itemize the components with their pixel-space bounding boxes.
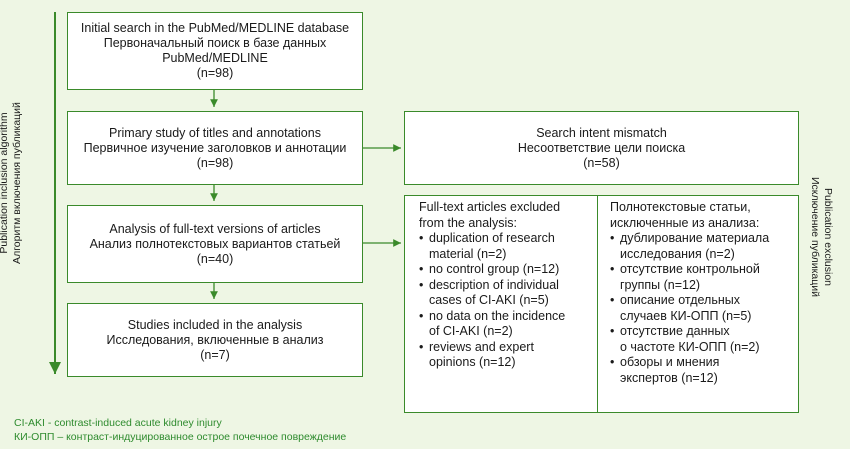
excluded-en-heading-1: Full-text articles excluded [419,200,561,214]
initial-search-en: Initial search in the PubMed/MEDLINE dat… [80,21,350,35]
intent-mismatch-box: Search intent mismatch Несоответствие це… [404,111,799,185]
included-en: Studies included in the analysis [127,317,303,332]
excluded-en-heading-2: from the analysis: [419,215,517,230]
intent-mismatch-count: (n=58) [583,155,620,170]
footnote-ru: КИ-ОПП – контраст-индуцированное острое … [14,431,347,443]
included-studies-box: Studies included in the analysis Исследо… [67,303,363,377]
full-text-en: Analysis of full-text versions of articl… [109,221,321,236]
intent-mismatch-en: Search intent mismatch [536,125,667,140]
exclusion-axis-label: Publication exclusion Исключение публика… [808,137,834,337]
primary-study-en: Primary study of titles and annotations [109,125,321,140]
excluded-articles-box: Full-text articles excluded from the ana… [404,195,799,413]
inclusion-axis-label-ru: Алгоритм включения публикаций [11,102,23,264]
full-text-count: (n=40) [196,251,234,266]
inclusion-axis-label-en: Publication inclusion algorithm [0,112,10,254]
initial-search-ru-1: Первоначальный поиск в базе данных [103,36,327,50]
primary-study-ru: Первичное изучение заголовков и аннотаци… [83,140,347,155]
excluded-en-column: Full-text articles excluded from the ana… [405,196,598,412]
primary-study-box: Primary study of titles and annotations … [67,111,363,185]
inclusion-axis-label: Publication inclusion algorithm Алгоритм… [0,83,24,283]
list-item: no control group (n=12) [419,262,591,278]
footnote-en: CI-AKI - contrast-induced acute kidney i… [14,417,222,429]
included-count: (n=7) [200,347,230,362]
excluded-ru-heading-2: исключенные из анализа: [610,215,760,230]
included-ru: Исследования, включенные в анализ [106,332,324,347]
excluded-ru-column: Полнотекстовые статьи, исключенные из ан… [598,196,798,412]
initial-search-count: (n=98) [196,66,234,80]
full-text-analysis-box: Analysis of full-text versions of articl… [67,205,363,283]
excluded-ru-heading-1: Полнотекстовые статьи, [610,200,751,214]
initial-search-box: Initial search in the PubMed/MEDLINE dat… [67,12,363,90]
exclusion-axis-label-en: Publication exclusion [822,187,834,287]
exclusion-axis-label-ru: Исключение публикаций [809,176,821,297]
initial-search-ru-2: PubMed/MEDLINE [162,51,268,65]
intent-mismatch-ru: Несоответствие цели поиска [517,140,686,155]
primary-study-count: (n=98) [196,155,234,170]
full-text-ru: Анализ полнотекстовых вариантов статьей [89,236,341,251]
